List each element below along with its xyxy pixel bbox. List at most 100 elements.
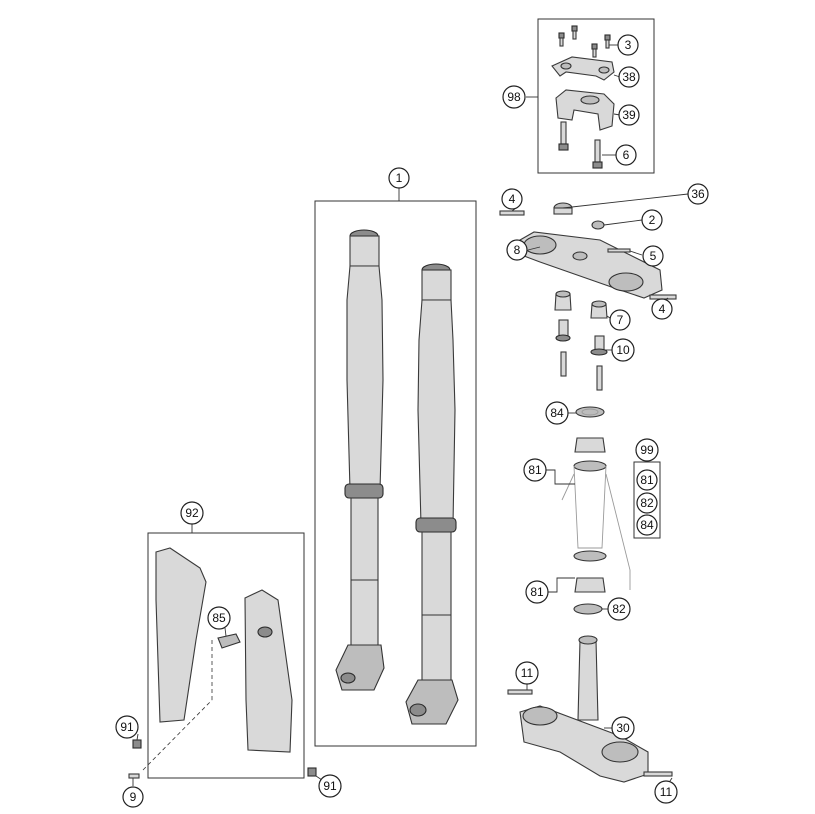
callout-85-label: 85 xyxy=(212,611,226,625)
screw-9 xyxy=(128,773,140,779)
fork-guard-left xyxy=(155,547,207,723)
callout-4-top-label: 4 xyxy=(509,192,516,206)
callout-98: 98 xyxy=(502,85,526,109)
fork-leg-left xyxy=(335,229,385,691)
frame-head-tube-ghost xyxy=(561,465,631,590)
callout-36-label: 36 xyxy=(691,187,705,201)
upper-clamp-bore-right xyxy=(608,272,644,292)
guard-clip-85 xyxy=(217,633,241,649)
callout-36: 36 xyxy=(687,183,709,205)
leader-85 xyxy=(224,627,227,637)
callout-81-lower-label: 81 xyxy=(530,585,544,599)
callout-85: 85 xyxy=(207,606,231,630)
callout-30-label: 30 xyxy=(616,721,630,735)
bar-mount-bolt-right xyxy=(596,365,603,391)
callout-2-label: 2 xyxy=(649,213,656,227)
callout-98-label: 98 xyxy=(507,90,521,104)
leader-81a xyxy=(545,469,575,485)
upper-tube-left xyxy=(346,265,384,491)
leader-8 xyxy=(527,246,541,251)
pinch-bolt-11a xyxy=(507,689,533,695)
clamp-bolt-left-head xyxy=(558,143,569,151)
nut-91b xyxy=(307,767,317,777)
lower-clamp-bore-right xyxy=(601,741,639,763)
callout-81-kit-label: 81 xyxy=(640,473,654,487)
steering-stem xyxy=(577,639,599,721)
pinch-bolt-5 xyxy=(607,248,631,253)
leader-5 xyxy=(629,250,643,256)
leader-36 xyxy=(562,193,689,209)
washer-2 xyxy=(591,220,605,230)
callout-5: 5 xyxy=(642,245,664,267)
nut-91a xyxy=(132,739,142,749)
callout-82-kit-label: 82 xyxy=(640,496,654,510)
lower-bearing-81 xyxy=(574,577,606,593)
callout-4-bottom: 4 xyxy=(651,298,673,320)
callout-84-top: 84 xyxy=(545,401,569,425)
screw-3b-shank xyxy=(559,37,564,47)
callout-6: 6 xyxy=(615,144,637,166)
axle-clamp-left xyxy=(335,644,385,691)
upper-tube-right xyxy=(417,299,456,526)
callout-81-left: 81 xyxy=(523,458,547,482)
bar-mount-spacer-right-base xyxy=(590,348,608,356)
pinch-bolt-11b xyxy=(643,771,673,777)
leader-2 xyxy=(603,219,643,226)
callout-1: 1 xyxy=(388,167,410,189)
stanchion-right xyxy=(421,531,452,683)
callout-6-label: 6 xyxy=(623,148,630,162)
callout-11-bottom-label: 11 xyxy=(660,785,673,799)
callout-81-left-label: 81 xyxy=(528,463,542,477)
callout-91-right-label: 91 xyxy=(323,779,337,793)
clamp-hole-left xyxy=(560,62,572,70)
axle-bore-left xyxy=(340,672,356,684)
fork-assembly-frame xyxy=(314,200,477,747)
callout-38-label: 38 xyxy=(622,70,636,84)
pinch-bolt-4b xyxy=(649,294,677,300)
bearing-kit-frame xyxy=(633,461,661,539)
callout-11-bottom: 11 xyxy=(654,780,678,804)
leader-7 xyxy=(606,315,611,319)
dust-seal-84-inner xyxy=(581,408,599,416)
upper-race xyxy=(573,460,607,472)
rubber-bushing-right-top xyxy=(591,300,607,308)
lower-clamp-body xyxy=(519,705,649,783)
clamp-hole-right xyxy=(598,66,610,74)
upper-clamp-stem-bore xyxy=(572,251,588,261)
fork-protectors xyxy=(128,547,317,779)
callout-3: 3 xyxy=(617,34,639,56)
fork-guard-right xyxy=(244,589,293,753)
callout-9: 9 xyxy=(122,786,144,808)
clamp-kit-frame xyxy=(537,18,655,174)
clamp-bolt-right-head xyxy=(592,161,603,169)
pinch-bolt-4a xyxy=(499,210,525,216)
fork-cap-body-left xyxy=(349,235,380,267)
callout-91-left: 91 xyxy=(115,715,139,739)
callout-81-lower: 81 xyxy=(525,580,549,604)
fork-leg-right xyxy=(405,263,459,725)
clamp-bolt-right xyxy=(594,139,601,163)
rubber-bushing-left-top xyxy=(555,290,571,298)
callout-39-label: 39 xyxy=(622,108,636,122)
callout-39: 39 xyxy=(618,104,640,126)
callout-3-label: 3 xyxy=(625,38,632,52)
callout-2: 2 xyxy=(641,209,663,231)
callout-30: 30 xyxy=(611,716,635,740)
screw-3c-shank xyxy=(605,39,610,49)
fork-cap-body-right xyxy=(421,269,452,301)
callout-99: 99 xyxy=(635,438,659,462)
steering-stem-top xyxy=(578,635,598,645)
callout-4-top: 4 xyxy=(501,188,523,210)
callout-5-label: 5 xyxy=(650,249,657,263)
callout-11-top: 11 xyxy=(515,661,539,685)
fork-protector-frame xyxy=(147,532,305,779)
callout-1-label: 1 xyxy=(396,171,403,185)
screw-3a-shank xyxy=(572,30,577,40)
clamp-cradle xyxy=(580,95,600,105)
callout-99-label: 99 xyxy=(640,443,654,457)
callout-91-right: 91 xyxy=(318,774,342,798)
seal-ring-82 xyxy=(573,603,603,615)
callout-8-label: 8 xyxy=(514,243,521,257)
callout-84-kit-label: 84 xyxy=(640,518,654,532)
callout-92: 92 xyxy=(180,501,204,525)
